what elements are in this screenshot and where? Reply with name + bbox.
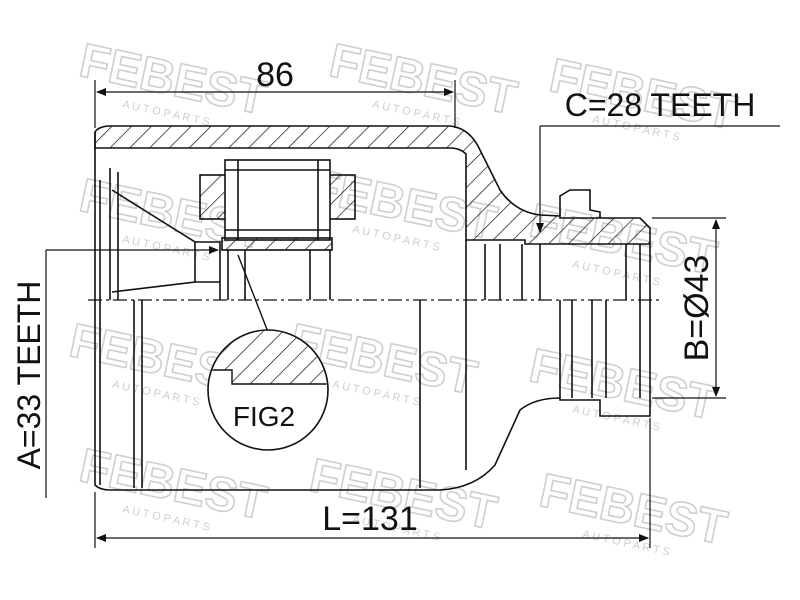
tripod-spline-band bbox=[221, 237, 333, 251]
dim-diameter-43 bbox=[652, 217, 726, 399]
dim-label-86: 86 bbox=[256, 56, 294, 94]
stub-shaft-outline bbox=[559, 189, 601, 218]
inner-wall-left-lower bbox=[99, 300, 143, 488]
shaft-inner-lines bbox=[465, 240, 501, 300]
housing-body-outline bbox=[94, 132, 651, 491]
cone-inner bbox=[195, 241, 221, 300]
dim-teeth-28-leader bbox=[536, 125, 780, 233]
fig2-label: FIG2 bbox=[233, 401, 295, 432]
shaft-lower-steps bbox=[559, 300, 641, 398]
housing-hatched-section bbox=[94, 125, 651, 245]
cone-bracket bbox=[111, 189, 196, 293]
joint-outline bbox=[88, 125, 660, 491]
dim-length-86 bbox=[94, 80, 456, 128]
tripod-core-lines bbox=[225, 160, 330, 240]
dim-length-131 bbox=[94, 418, 651, 548]
tripod-core bbox=[224, 159, 331, 241]
tripod-posts bbox=[227, 250, 331, 300]
dim-label-131: L=131 bbox=[322, 500, 418, 538]
dim-teeth-33-leader bbox=[45, 246, 219, 498]
dim-label-teeth-28: C=28 TEETH bbox=[565, 87, 756, 123]
shaft-splines bbox=[521, 244, 641, 300]
inner-body-lower bbox=[419, 300, 467, 488]
dim-label-diameter: B=Ø43 bbox=[678, 255, 716, 362]
dim-label-teeth-33: A=33 TEETH bbox=[11, 281, 47, 470]
